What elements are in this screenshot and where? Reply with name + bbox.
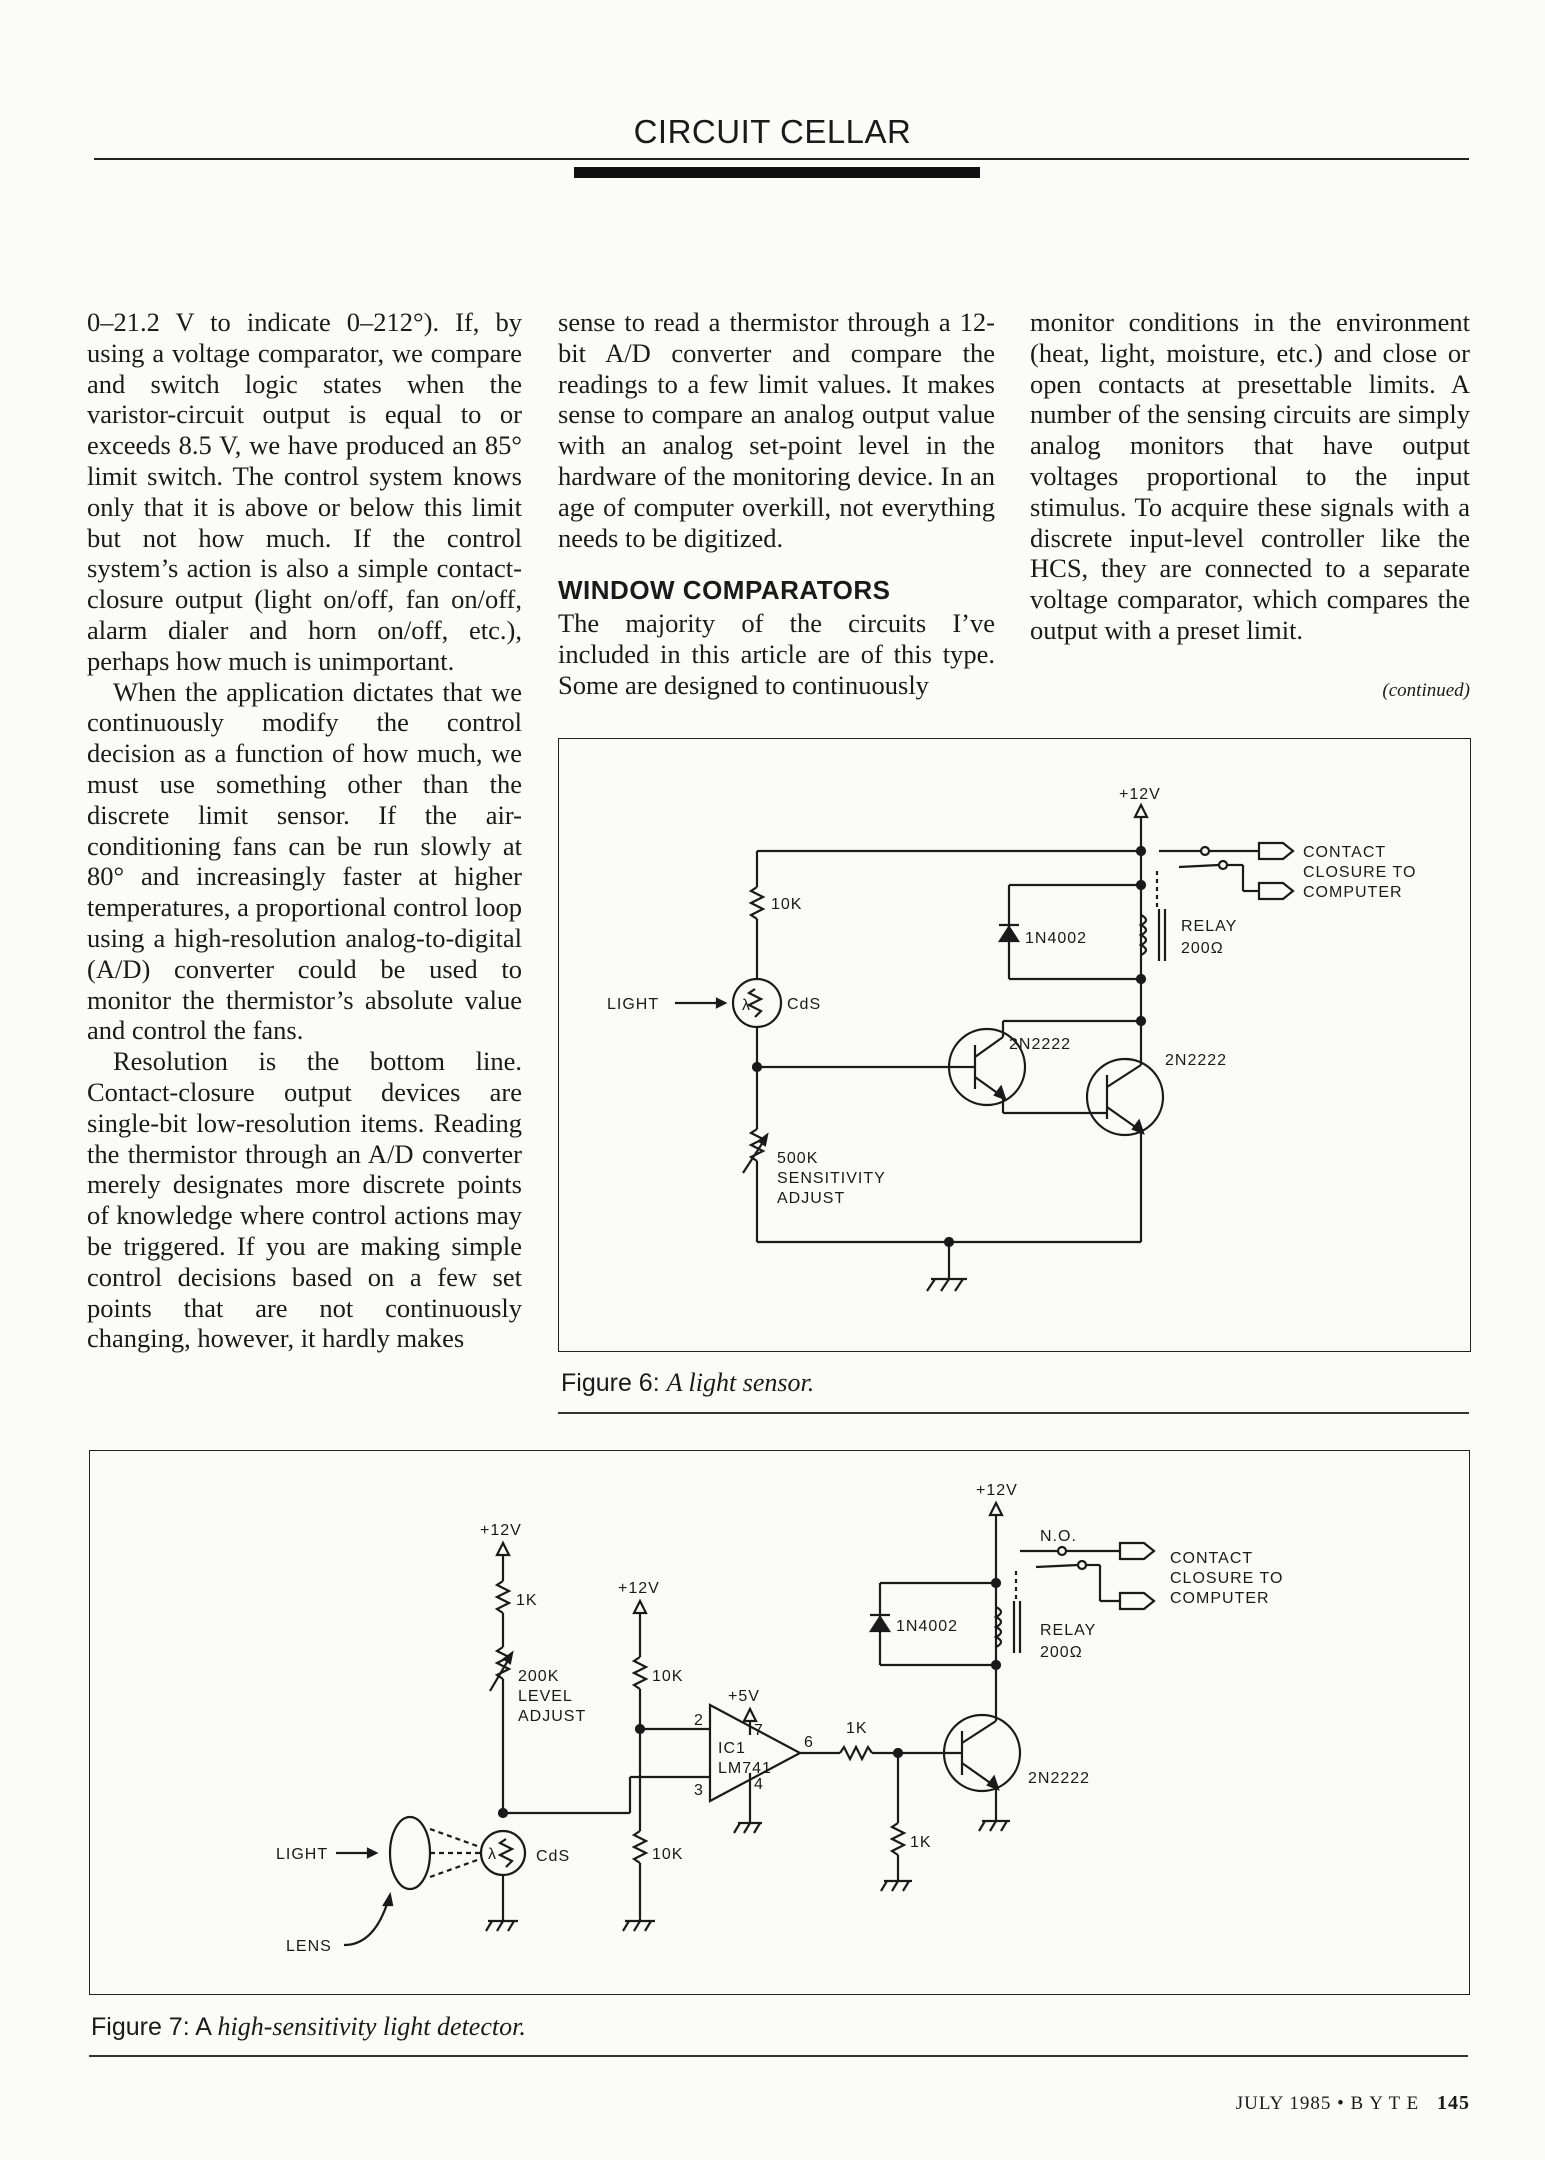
schematic-label: λ — [742, 997, 751, 1014]
q1-label: 2N2222 — [1009, 1036, 1071, 1053]
contact-label-1: CONTACT — [1303, 844, 1386, 861]
caption-label: Figure 7: — [91, 2013, 190, 2041]
issue-label: JULY 1985 • B Y T E — [1235, 2093, 1420, 2114]
text-column-3: monitor conditions in the environment (h… — [1030, 307, 1470, 646]
schematic-label: CdS — [536, 1848, 570, 1865]
figure-7-rule — [89, 2055, 1468, 2057]
schematic-label: 1K — [516, 1592, 538, 1609]
contact-label-2: CLOSURE TO — [1303, 864, 1416, 881]
schematic-label: 1K — [910, 1834, 932, 1851]
contact-label-3: COMPUTER — [1303, 884, 1403, 901]
schematic-label: +5V — [728, 1688, 760, 1705]
paragraph: sense to read a thermistor through a 12-… — [558, 307, 995, 553]
relay-label-2: 200Ω — [1181, 940, 1224, 957]
paragraph: When the application dictates that we co… — [87, 676, 522, 1046]
schematic-label: ADJUST — [518, 1708, 586, 1725]
diode-label: 1N4002 — [1025, 930, 1087, 947]
cds-label: CdS — [787, 996, 821, 1013]
schematic-label: 4 — [754, 1776, 764, 1793]
schematic-label: 3 — [694, 1782, 704, 1799]
r-top-label: 10K — [771, 896, 802, 913]
pot-label-1: 500K — [777, 1150, 818, 1167]
figure-7-schematic: +12V 1K 200K LEVEL ADJUST λ CdS LIGHT LE… — [89, 1450, 1470, 1995]
caption-title: high-sensitivity light detector. — [217, 2012, 526, 2041]
schematic-label: LEVEL — [518, 1688, 573, 1705]
q2-label: 2N2222 — [1165, 1052, 1227, 1069]
schematic-label: LIGHT — [276, 1846, 328, 1863]
schematic-label: 2N2222 — [1028, 1770, 1090, 1787]
schematic-label: 6 — [804, 1734, 814, 1751]
figure-6-schematic: +12V 10K λ CdS LIGHT 500K SENSITIVITY AD… — [558, 738, 1471, 1352]
figure-6-rule — [558, 1412, 1469, 1414]
caption-title: A light sensor. — [666, 1368, 815, 1397]
page-footer: JULY 1985 • B Y T E 145 — [1150, 2092, 1470, 2115]
schematic-label: N.O. — [1040, 1528, 1077, 1545]
paragraph: 0–21.2 V to indicate 0–212°). If, by usi… — [87, 307, 522, 676]
section-heading: WINDOW COMPARATORS — [558, 575, 891, 606]
text-column-1: 0–21.2 V to indicate 0–212°). If, by usi… — [87, 307, 522, 1354]
schematic-label: +12V — [976, 1482, 1018, 1499]
schematic-label: 200Ω — [1040, 1644, 1083, 1661]
caption-article: A — [195, 2013, 211, 2041]
schematic-label: +12V — [618, 1580, 660, 1597]
schematic-label: RELAY — [1040, 1622, 1096, 1639]
paragraph: Resolution is the bottom line. Contact-c… — [87, 1046, 522, 1354]
schematic-label: IC1 — [718, 1740, 746, 1757]
schematic-label: CLOSURE TO — [1170, 1570, 1283, 1587]
schematic-label: LENS — [286, 1938, 332, 1955]
schematic-label: LM741 — [718, 1760, 772, 1777]
header-bar — [574, 167, 980, 178]
schematic-label: 2 — [694, 1712, 704, 1729]
text-column-2: sense to read a thermistor through a 12-… — [558, 307, 995, 701]
schematic-label: 200K — [518, 1668, 559, 1685]
pot-label-2: SENSITIVITY — [777, 1170, 886, 1187]
paragraph: The majority of the circuits I’ve includ… — [558, 608, 995, 700]
schematic-label: λ — [488, 1846, 497, 1863]
paragraph: monitor conditions in the environment (h… — [1030, 307, 1470, 645]
relay-label-1: RELAY — [1181, 918, 1237, 935]
figure-7-caption: Figure 7: A high-sensitivity light detec… — [91, 2012, 526, 2042]
schematic-label: 10K — [652, 1668, 683, 1685]
figure-6-caption: Figure 6: A light sensor. — [561, 1368, 814, 1398]
header-rule — [94, 158, 1469, 160]
caption-label: Figure 6: — [561, 1369, 660, 1397]
schematic-label: +12V — [480, 1522, 522, 1539]
pot-label-3: ADJUST — [777, 1190, 845, 1207]
schematic-label: 10K — [652, 1846, 683, 1863]
schematic-label: COMPUTER — [1170, 1590, 1270, 1607]
schematic-label: 1N4002 — [896, 1618, 958, 1635]
supply-label: +12V — [1119, 786, 1161, 803]
page-number: 145 — [1437, 2092, 1470, 2114]
continued-note: (continued) — [1382, 680, 1470, 701]
section-title: CIRCUIT CELLAR — [633, 113, 912, 150]
schematic-label: 7 — [754, 1722, 764, 1739]
schematic-label: 1K — [846, 1720, 868, 1737]
light-label: LIGHT — [607, 996, 659, 1013]
schematic-label: CONTACT — [1170, 1550, 1253, 1567]
